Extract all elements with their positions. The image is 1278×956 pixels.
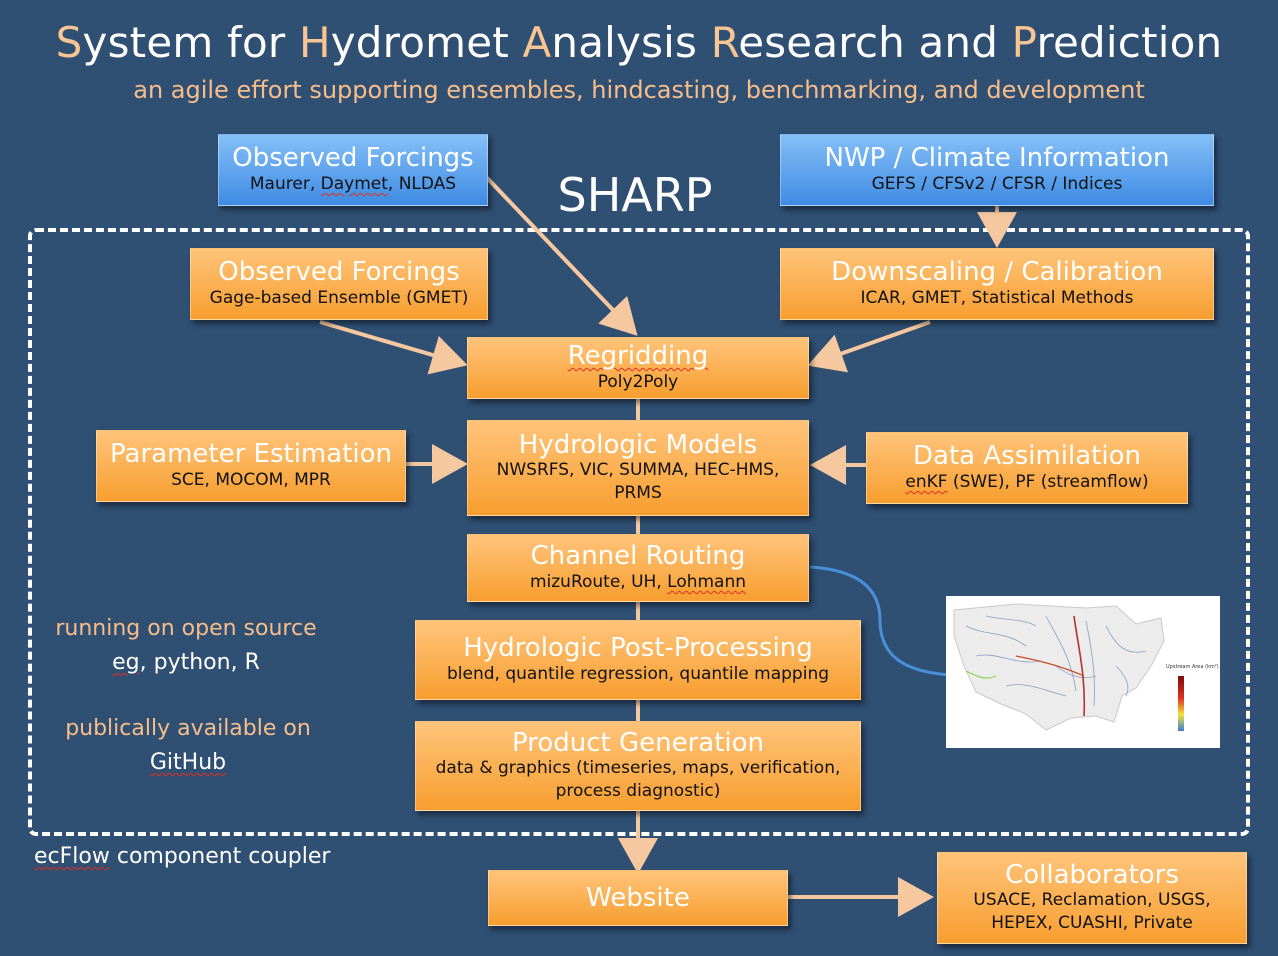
title-initial-1: H <box>298 18 331 67</box>
mississippi-river <box>1073 615 1086 717</box>
parameter-estimation-box: Parameter Estimation SCE, MOCOM, MPR <box>96 430 406 502</box>
hydrologic-models-box: Hydrologic Models NWSRFS, VIC, SUMMA, HE… <box>467 420 809 516</box>
observed-forcings-gage-box: Observed Forcings Gage-based Ensemble (G… <box>190 248 488 320</box>
note-github: GitHub <box>149 750 227 775</box>
legend-colorbar <box>1178 676 1184 731</box>
box-subtitle: USACE, Reclamation, USGS, HEPEX, CUASHI,… <box>973 890 1211 934</box>
title-word-1: ydromet <box>330 18 523 67</box>
box-title: Hydrologic Models <box>518 429 758 460</box>
box-subtitle: ICAR, GMET, Statistical Methods <box>860 287 1134 308</box>
sharp-label: SHARP <box>557 168 713 222</box>
box-title: Regridding <box>567 341 709 372</box>
post-processing-box: Hydrologic Post-Processing blend, quanti… <box>415 620 861 700</box>
observed-forcings-top-box: Observed Forcings Maurer, Daymet, NLDAS <box>218 134 488 206</box>
data-assimilation-box: Data Assimilation enKF (SWE), PF (stream… <box>866 432 1188 504</box>
note-publically-available: publically available on <box>65 716 311 741</box>
box-title: Observed Forcings <box>232 143 474 174</box>
box-subtitle: blend, quantile regression, quantile map… <box>446 663 830 684</box>
note-ecflow: ecFlow component coupler <box>34 844 331 869</box>
website-box: Website <box>488 870 788 926</box>
connector-routing-to-map <box>809 565 951 677</box>
box-title: Downscaling / Calibration <box>831 257 1163 288</box>
nwp-climate-box: NWP / Climate Information GEFS / CFSv2 /… <box>780 134 1214 206</box>
box-title: Product Generation <box>511 727 765 758</box>
page-subtitle: an agile effort supporting ensembles, hi… <box>133 76 1145 104</box>
regridding-box: Regridding Poly2Poly <box>467 337 809 399</box>
box-title: Website <box>586 882 690 913</box>
product-generation-box: Product Generation data & graphics (time… <box>415 721 861 811</box>
box-title: Observed Forcings <box>218 257 460 288</box>
box-subtitle: Gage-based Ensemble (GMET) <box>209 287 469 308</box>
box-title: Parameter Estimation <box>110 439 392 470</box>
title-word-3: esearch and <box>738 18 1012 67</box>
box-title: NWP / Climate Information <box>824 143 1170 174</box>
box-title: Data Assimilation <box>913 441 1141 472</box>
collaborators-box: Collaborators USACE, Reclamation, USGS, … <box>937 852 1247 944</box>
title-initial-4: P <box>1011 18 1037 67</box>
note-languages: eg, python, R <box>112 650 260 675</box>
box-subtitle: SCE, MOCOM, MPR <box>171 469 331 490</box>
arrow-gage-to-regridding <box>319 320 468 375</box>
box-subtitle: NWSRFS, VIC, SUMMA, HEC-HMS, PRMS <box>496 460 780 504</box>
title-initial-3: R <box>710 18 739 67</box>
note-running-open-source: running on open source <box>55 616 317 641</box>
title-initial-0: S <box>55 18 83 67</box>
box-subtitle: Maurer, Daymet, NLDAS <box>249 173 457 194</box>
box-subtitle: enKF (SWE), PF (streamflow) <box>905 471 1149 492</box>
downscaling-box: Downscaling / Calibration ICAR, GMET, St… <box>780 248 1214 320</box>
box-subtitle: GEFS / CFSv2 / CFSR / Indices <box>871 173 1123 194</box>
box-title: Channel Routing <box>530 541 746 572</box>
title-initial-2: A <box>522 18 552 67</box>
box-subtitle: Poly2Poly <box>597 371 679 392</box>
box-title: Collaborators <box>1005 859 1179 890</box>
box-subtitle: mizuRoute, UH, Lohmann <box>529 571 747 592</box>
title-word-4: rediction <box>1036 18 1223 67</box>
page-title: System for Hydromet Analysis Research an… <box>0 18 1278 67</box>
tributary <box>1015 655 1085 677</box>
box-subtitle: data & graphics (timeseries, maps, verif… <box>435 758 841 802</box>
arrow-downscaling-to-regridding <box>807 320 931 373</box>
title-word-2: nalysis <box>551 18 711 67</box>
box-title: Hydrologic Post-Processing <box>463 633 813 664</box>
arrow-observed-to-regridding <box>468 158 638 336</box>
channel-routing-box: Channel Routing mizuRoute, UH, Lohmann <box>467 534 809 602</box>
map-legend-title: Upstream Area (km²) <box>1166 664 1219 670</box>
title-word-0: ystem for <box>82 18 299 67</box>
river-network-map: Upstream Area (km²) <box>946 596 1220 748</box>
